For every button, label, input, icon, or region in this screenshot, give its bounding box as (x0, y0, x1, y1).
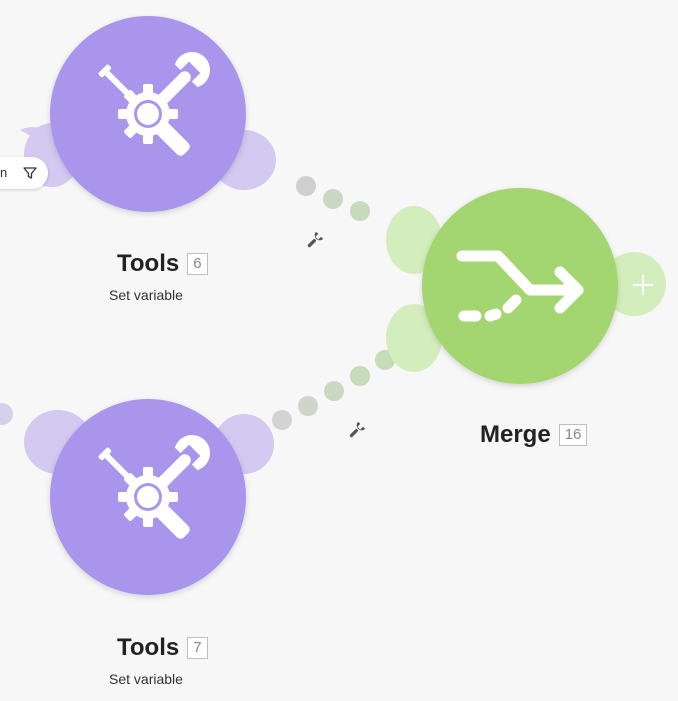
filter-icon[interactable] (22, 165, 38, 181)
module-tools-7[interactable] (24, 399, 274, 595)
module-id-badge: 7 (187, 637, 208, 659)
filter-chip-label: n (0, 165, 8, 180)
merge-icon (456, 250, 584, 322)
module-name: Tools (117, 250, 180, 277)
connector-dot-offscreen (0, 403, 13, 425)
module-subtitle-tools-7: Set variable (109, 671, 183, 687)
connector-bottom[interactable] (272, 350, 395, 430)
connector-top[interactable] (296, 176, 370, 221)
module-tools-6[interactable] (20, 16, 276, 212)
module-title-tools-6: Tools 6 (117, 250, 208, 278)
module-id-badge: 16 (558, 424, 588, 446)
module-title-merge-16: Merge 16 (480, 421, 588, 449)
plus-icon[interactable] (633, 275, 653, 295)
wrench-icon[interactable] (305, 231, 324, 250)
module-title-tools-7: Tools 7 (117, 634, 208, 662)
module-name: Merge (480, 421, 551, 448)
filter-chip[interactable]: n (0, 157, 48, 189)
wrench-icon[interactable] (347, 421, 366, 440)
module-merge-16[interactable] (386, 188, 666, 384)
module-name: Tools (117, 634, 180, 661)
module-id-badge: 6 (187, 253, 208, 275)
module-subtitle-tools-6: Set variable (109, 287, 183, 303)
